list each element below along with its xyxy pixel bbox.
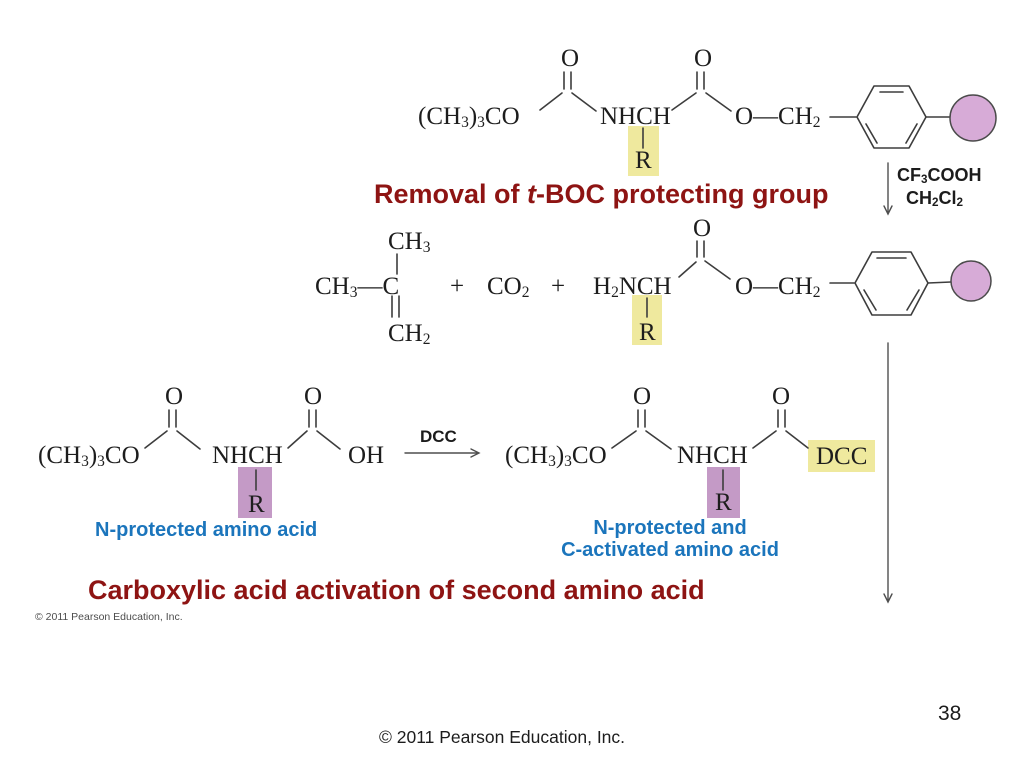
bond-line bbox=[671, 92, 697, 111]
label-n-protected-c-activated: N-protected and C-activated amino acid bbox=[558, 517, 782, 561]
bond-line bbox=[571, 92, 597, 112]
formula-ester-link: O—CH2 bbox=[735, 103, 821, 132]
footer-credit: © 2011 Pearson Education, Inc. bbox=[378, 727, 626, 747]
plus-sign: + bbox=[551, 273, 566, 300]
formula-oh: OH bbox=[348, 442, 385, 469]
formula-nhch: NHCH bbox=[677, 442, 748, 469]
plus-sign: + bbox=[450, 273, 465, 300]
bond-line bbox=[705, 92, 732, 112]
formula-ch3-c: CH3—C bbox=[315, 273, 400, 302]
r-highlight-left-struct bbox=[238, 467, 272, 518]
carbonyl-double-bond bbox=[696, 240, 705, 258]
figure-credit: © 2011 Pearson Education, Inc. bbox=[35, 611, 183, 623]
bond-line bbox=[752, 430, 777, 449]
bond-line bbox=[645, 430, 672, 450]
reaction-arrow-down bbox=[883, 162, 893, 216]
carbonyl-double-bond bbox=[168, 409, 177, 428]
carbonyl-double-bond bbox=[308, 409, 317, 428]
label-line-2: C-activated amino acid bbox=[561, 539, 779, 561]
carbonyl-double-bond bbox=[777, 409, 786, 428]
bond-line bbox=[316, 430, 341, 450]
long-reaction-arrow-down bbox=[883, 342, 893, 604]
alkene-double-bond bbox=[391, 295, 400, 318]
formula-r-group: R bbox=[715, 489, 732, 516]
page-number: 38 bbox=[938, 702, 962, 725]
bond-line bbox=[287, 430, 308, 449]
bond-line bbox=[785, 430, 809, 449]
formula-r-group: R bbox=[248, 491, 265, 518]
benzene-inner-bonds bbox=[865, 91, 918, 144]
formula-carbonyl-o: O bbox=[694, 45, 713, 72]
reagent-tfa: CF3COOH bbox=[897, 165, 982, 187]
carbonyl-double-bond bbox=[563, 71, 572, 90]
formula-ch2-bottom: CH2 bbox=[388, 320, 431, 349]
formula-dcc-activated: DCC bbox=[816, 443, 868, 470]
label-line-1: N-protected and bbox=[593, 517, 747, 539]
formula-h2nch: H2NCH bbox=[593, 273, 672, 302]
formula-ester-link: O—CH2 bbox=[735, 273, 821, 302]
formula-ch3-top: CH3 bbox=[388, 228, 431, 257]
dcc-highlight bbox=[808, 440, 875, 472]
bond-line bbox=[176, 430, 201, 450]
carbonyl-double-bond bbox=[637, 409, 646, 428]
bond-line bbox=[927, 281, 952, 284]
label-dcc-reagent: DCC bbox=[420, 427, 457, 446]
bond-line bbox=[704, 260, 731, 280]
formula-carbonyl-o: O bbox=[165, 383, 184, 410]
formula-carbonyl-o: O bbox=[772, 383, 791, 410]
reagent-dcm: CH2Cl2 bbox=[906, 188, 964, 210]
bond-line bbox=[539, 92, 563, 111]
formula-carbonyl-o: O bbox=[633, 383, 652, 410]
polymer-bead bbox=[950, 260, 992, 302]
label-n-protected-amino-acid: N-protected amino acid bbox=[95, 519, 318, 541]
heading-carboxylic-activation: Carboxylic acid activation of second ami… bbox=[88, 575, 705, 605]
bond-line bbox=[611, 430, 637, 449]
bond-line bbox=[144, 430, 168, 449]
carbonyl-double-bond bbox=[696, 71, 705, 90]
formula-carbonyl-o: O bbox=[561, 45, 580, 72]
formula-co2: CO2 bbox=[487, 273, 530, 302]
heading-removal-tboc: Removal of t-BOC protecting group bbox=[374, 179, 829, 209]
formula-boc-group: (CH3)3CO bbox=[418, 103, 520, 132]
formula-nhch: NHCH bbox=[600, 103, 671, 130]
dcc-reaction-arrow bbox=[404, 448, 481, 458]
formula-r-group: R bbox=[635, 147, 652, 174]
formula-boc-group: (CH3)3CO bbox=[38, 442, 140, 471]
polymer-bead bbox=[949, 94, 997, 142]
benzene-inner-bonds bbox=[863, 257, 920, 311]
benzene-ring bbox=[856, 85, 927, 149]
formula-boc-group: (CH3)3CO bbox=[505, 442, 607, 471]
formula-carbonyl-o: O bbox=[304, 383, 323, 410]
benzene-ring bbox=[854, 251, 929, 316]
formula-r-group: R bbox=[639, 319, 656, 346]
bond-line bbox=[678, 261, 697, 278]
formula-nhch: NHCH bbox=[212, 442, 283, 469]
formula-carbonyl-o: O bbox=[693, 215, 712, 242]
